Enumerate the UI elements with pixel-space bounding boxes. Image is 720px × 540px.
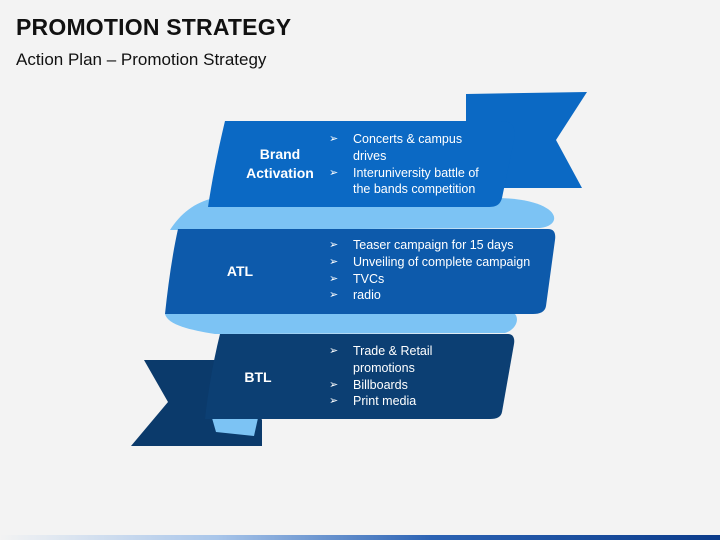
band-label-brand-activation: Brand Activation [236, 145, 324, 183]
band-label-btl: BTL [244, 369, 272, 385]
slide-subtitle: Action Plan – Promotion Strategy [16, 50, 267, 69]
atl-bullets: ➢ Teaser campaign for 15 days ➢ Unveiling … [329, 237, 544, 304]
bullet-text: Unveiling of complete campaign [353, 254, 531, 269]
arrow-bullet-icon: ➢ [329, 239, 339, 251]
bullet-text: Teaser campaign for 15 days [353, 238, 514, 252]
arrow-bullet-icon: ➢ [329, 289, 339, 302]
middle-band [165, 229, 556, 314]
arrow-bullet-icon: ➢ [329, 345, 339, 357]
bottom-fold [212, 418, 258, 436]
bullet-text: Billboards [353, 377, 408, 392]
bullet-item: ➢ Teaser campaign for 15 days [329, 237, 544, 254]
bullet-item: ➢ Unveiling of complete campaign [329, 254, 544, 271]
band-label-line: Brand [259, 146, 301, 162]
btl-bullets: ➢ Trade & Retail promotions ➢ Billboards ➢… [329, 343, 509, 410]
brand-activation-bullets: ➢ Concerts & campus drives ➢ Interuniversi… [329, 131, 509, 198]
bullet-item: ➢ radio [329, 287, 544, 304]
bullet-text: promotions [353, 360, 415, 375]
bullet-item-continuation: promotions [329, 360, 509, 377]
arrow-bullet-icon: ➢ [329, 255, 339, 268]
bullet-item: ➢ Concerts & campus [329, 131, 509, 148]
band-label-atl: ATL [226, 263, 254, 279]
bullet-item: ➢ Trade & Retail [329, 343, 509, 360]
bullet-item-continuation: the bands competition [329, 181, 509, 198]
bullet-item: ➢ Print media [329, 393, 509, 410]
bullet-item: ➢ Billboards [329, 377, 509, 394]
arrow-bullet-icon: ➢ [329, 133, 339, 145]
footer-accent-bar [0, 535, 720, 540]
bullet-text: Trade & Retail [353, 344, 433, 358]
arrow-bullet-icon: ➢ [329, 395, 339, 408]
slide-title: PROMOTION STRATEGY [16, 14, 292, 40]
bullet-item: ➢ TVCs [329, 271, 544, 288]
bullet-text: TVCs [353, 271, 385, 286]
middle-fold [165, 314, 517, 334]
bullet-text: the bands competition [353, 182, 476, 197]
bottom-band [205, 334, 515, 419]
arrow-bullet-icon: ➢ [329, 166, 339, 179]
bullet-text: drives [353, 148, 387, 163]
bullet-text: Print media [353, 394, 417, 409]
arrow-bullet-icon: ➢ [329, 272, 339, 285]
bullet-text: Concerts & campus [353, 132, 463, 146]
band-label-line: Activation [246, 165, 314, 181]
bullet-text: radio [353, 288, 381, 303]
bullet-item-continuation: drives [329, 148, 509, 165]
top-band [208, 121, 515, 207]
bullet-text: Interuniversity battle of [353, 165, 479, 180]
bullet-item: ➢ Interuniversity battle of [329, 165, 509, 182]
arrow-bullet-icon: ➢ [329, 378, 339, 391]
